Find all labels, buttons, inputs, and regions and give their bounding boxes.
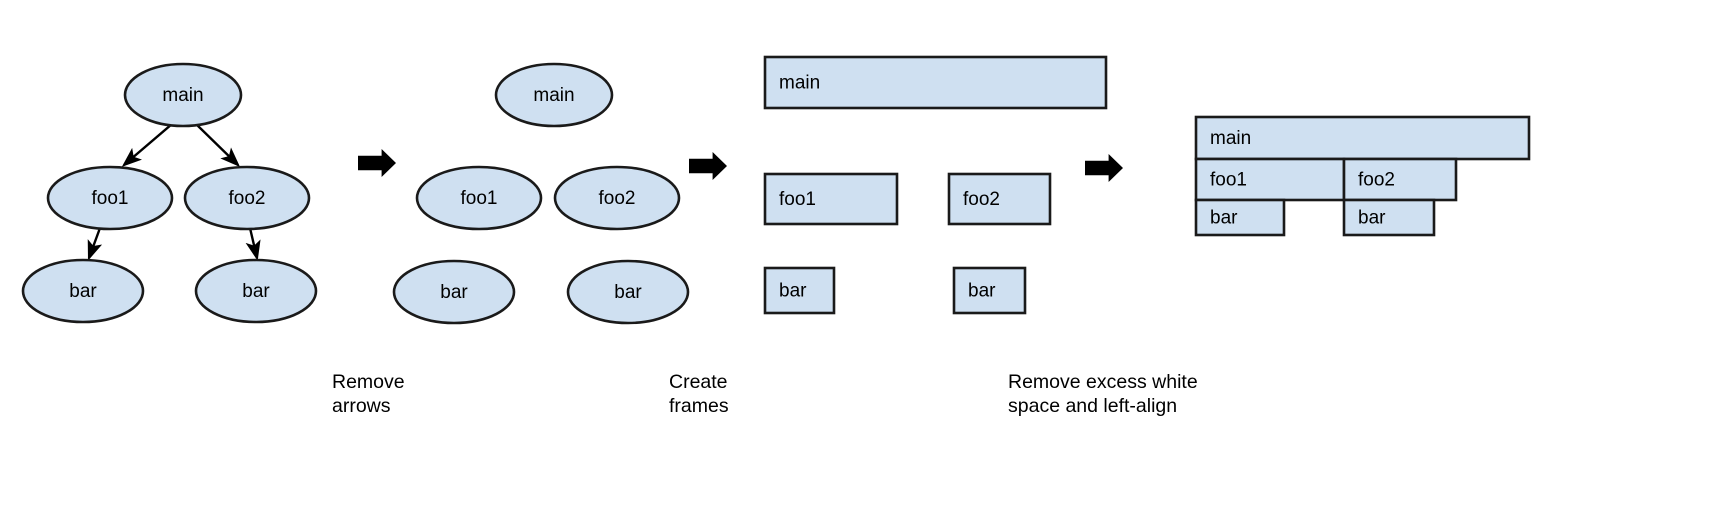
panel-frames-not-aligned: main foo1 foo2 bar bar [763, 55, 1108, 315]
node-ellipse-bar2[interactable] [194, 258, 318, 324]
node-label-main: main [162, 85, 203, 106]
node-label-bar1: bar [440, 282, 468, 303]
node-label-foo1: foo1 [92, 188, 129, 209]
node-label-foo2: foo2 [599, 188, 636, 209]
node-ellipse-main[interactable] [494, 62, 614, 128]
node-ellipse-bar1[interactable] [392, 259, 516, 325]
frame-rect-bar2[interactable] [1342, 198, 1436, 237]
frame-label-main: main [779, 73, 820, 94]
frame-rect-foo2[interactable] [947, 172, 1052, 226]
caption-create-frames-line-1: Create [669, 371, 728, 393]
node-label-bar2: bar [242, 281, 270, 302]
frame-label-bar2: bar [1358, 208, 1386, 229]
frame-rect-main[interactable] [763, 55, 1108, 110]
node-ellipse-foo2[interactable] [183, 165, 311, 231]
node-ellipse-main[interactable] [123, 62, 243, 128]
frame-rect-bar1[interactable] [1194, 198, 1286, 237]
frame-rect-bar1[interactable] [763, 266, 836, 315]
frame-label-bar1: bar [1210, 208, 1238, 229]
call-edge-foo1-to-bar1 [87, 227, 103, 261]
call-edge-main-to-foo2 [195, 123, 241, 168]
step-arrow-1-icon [358, 149, 396, 177]
frame-rect-foo2[interactable] [1342, 157, 1458, 202]
frame-label-foo1: foo1 [779, 189, 816, 210]
frame-label-bar2: bar [968, 281, 996, 302]
node-ellipse-foo1[interactable] [46, 165, 174, 231]
step-arrows-layer [358, 149, 1123, 182]
node-label-main: main [533, 85, 574, 106]
caption-remove-arrows-line-1: Remove [332, 371, 405, 393]
caption-remove-arrows-line-2: arrows [332, 395, 391, 417]
node-ellipse-bar1[interactable] [21, 258, 145, 324]
frame-label-bar1: bar [779, 281, 807, 302]
step-arrow-3-icon [1085, 154, 1123, 182]
frame-rect-main[interactable] [1194, 115, 1531, 161]
node-label-foo1: foo1 [461, 188, 498, 209]
node-label-foo2: foo2 [229, 188, 266, 209]
frame-label-foo1: foo1 [1210, 170, 1247, 191]
node-ellipse-bar2[interactable] [566, 259, 690, 325]
call-edge-foo2-to-bar2 [245, 227, 261, 261]
caption-create-frames-line-2: frames [669, 395, 729, 417]
frame-label-foo2: foo2 [1358, 170, 1395, 191]
panel-call-graph-without-arrows: main foo1 foo2 bar bar [392, 62, 690, 325]
node-ellipse-foo2[interactable] [553, 165, 681, 231]
call-edge-main-to-foo1 [121, 123, 173, 167]
frame-label-main: main [1210, 128, 1251, 149]
panel-flame-graph-left-aligned: main foo1 foo2 bar bar [1194, 115, 1531, 237]
caption-remove-whitespace-line-1: Remove excess white [1008, 371, 1198, 393]
frame-label-foo2: foo2 [963, 189, 1000, 210]
frame-rect-foo1[interactable] [763, 172, 899, 226]
node-ellipse-foo1[interactable] [415, 165, 543, 231]
step-arrow-2-icon [689, 152, 727, 180]
frame-rect-bar2[interactable] [952, 266, 1027, 315]
caption-remove-whitespace-line-2: space and left-align [1008, 395, 1177, 417]
panel-call-graph-with-arrows: main foo1 foo2 bar bar [21, 62, 318, 324]
node-label-bar2: bar [614, 282, 642, 303]
node-label-bar1: bar [69, 281, 97, 302]
